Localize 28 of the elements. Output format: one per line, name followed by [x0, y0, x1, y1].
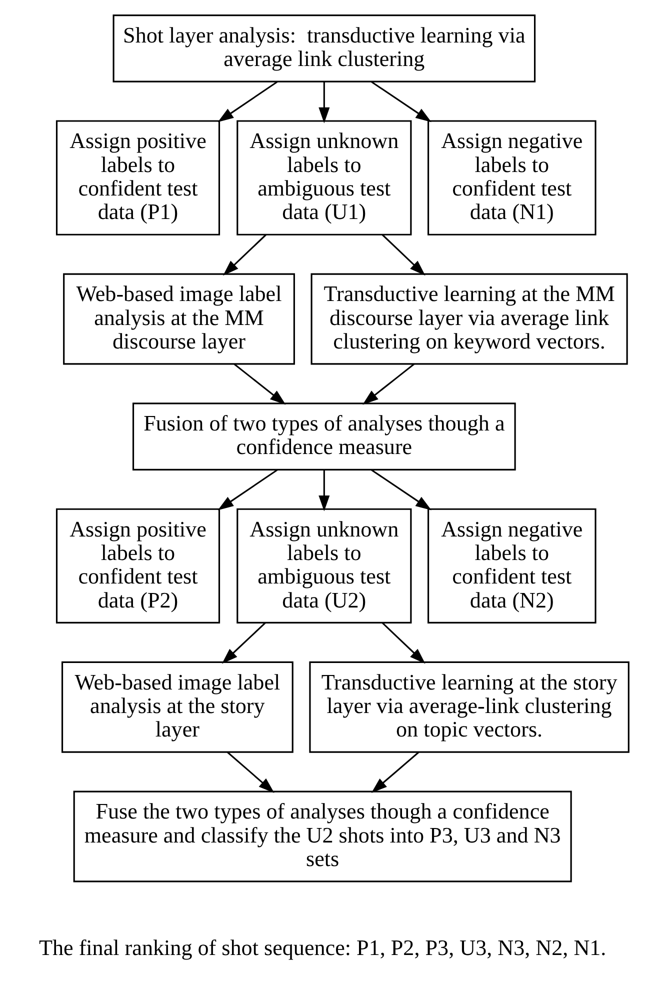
node-box: Transductive learning at the MM discourse layer via average link clustering on keyword vectors.: [310, 272, 628, 364]
arrow: [222, 234, 266, 276]
node-box: Assign negative labels to confident test data (N1): [427, 120, 596, 235]
arrow: [318, 469, 330, 511]
arrow: [362, 363, 414, 404]
node-box: Shot layer analysis: transductive learning via average link clustering: [112, 14, 536, 82]
arrow: [217, 468, 278, 510]
node-box: Assign unknown labels to ambiguous test data (U2): [236, 508, 412, 623]
node-box: Assign negative labels to confident test data (N2): [427, 508, 596, 623]
arrow: [370, 468, 431, 510]
arrow: [226, 751, 274, 792]
arrow: [233, 363, 286, 404]
node-box: Fusion of two types of analyses though a confidence measure: [132, 402, 516, 470]
arrow: [217, 80, 278, 122]
arrow: [370, 751, 419, 792]
arrow: [370, 80, 431, 122]
node-box: Assign unknown labels to ambiguous test data (U1): [236, 120, 412, 235]
node-box: Web-based image label analysis at the MM discourse layer: [62, 272, 294, 364]
arrow: [318, 81, 330, 123]
node-box: Web-based image label analysis at the story layer: [60, 660, 293, 752]
label: The final ranking of shot sequence: P1, P2, P3, U3, N3, N2, N1.: [38, 934, 606, 960]
arrow: [381, 234, 425, 276]
node-box: Transductive learning at the story layer via average-link clustering on topic vectors.: [308, 660, 629, 752]
arrow: [381, 622, 425, 664]
node-box: Fuse the two types of analyses though a confidence measure and classify the U2 shots into P3, U3 and N3 sets: [72, 790, 572, 882]
arrow: [221, 622, 266, 664]
node-box: Assign positive labels to confident test data (P1): [55, 120, 220, 235]
node-box: Assign positive labels to confident test data (P2): [55, 508, 220, 623]
